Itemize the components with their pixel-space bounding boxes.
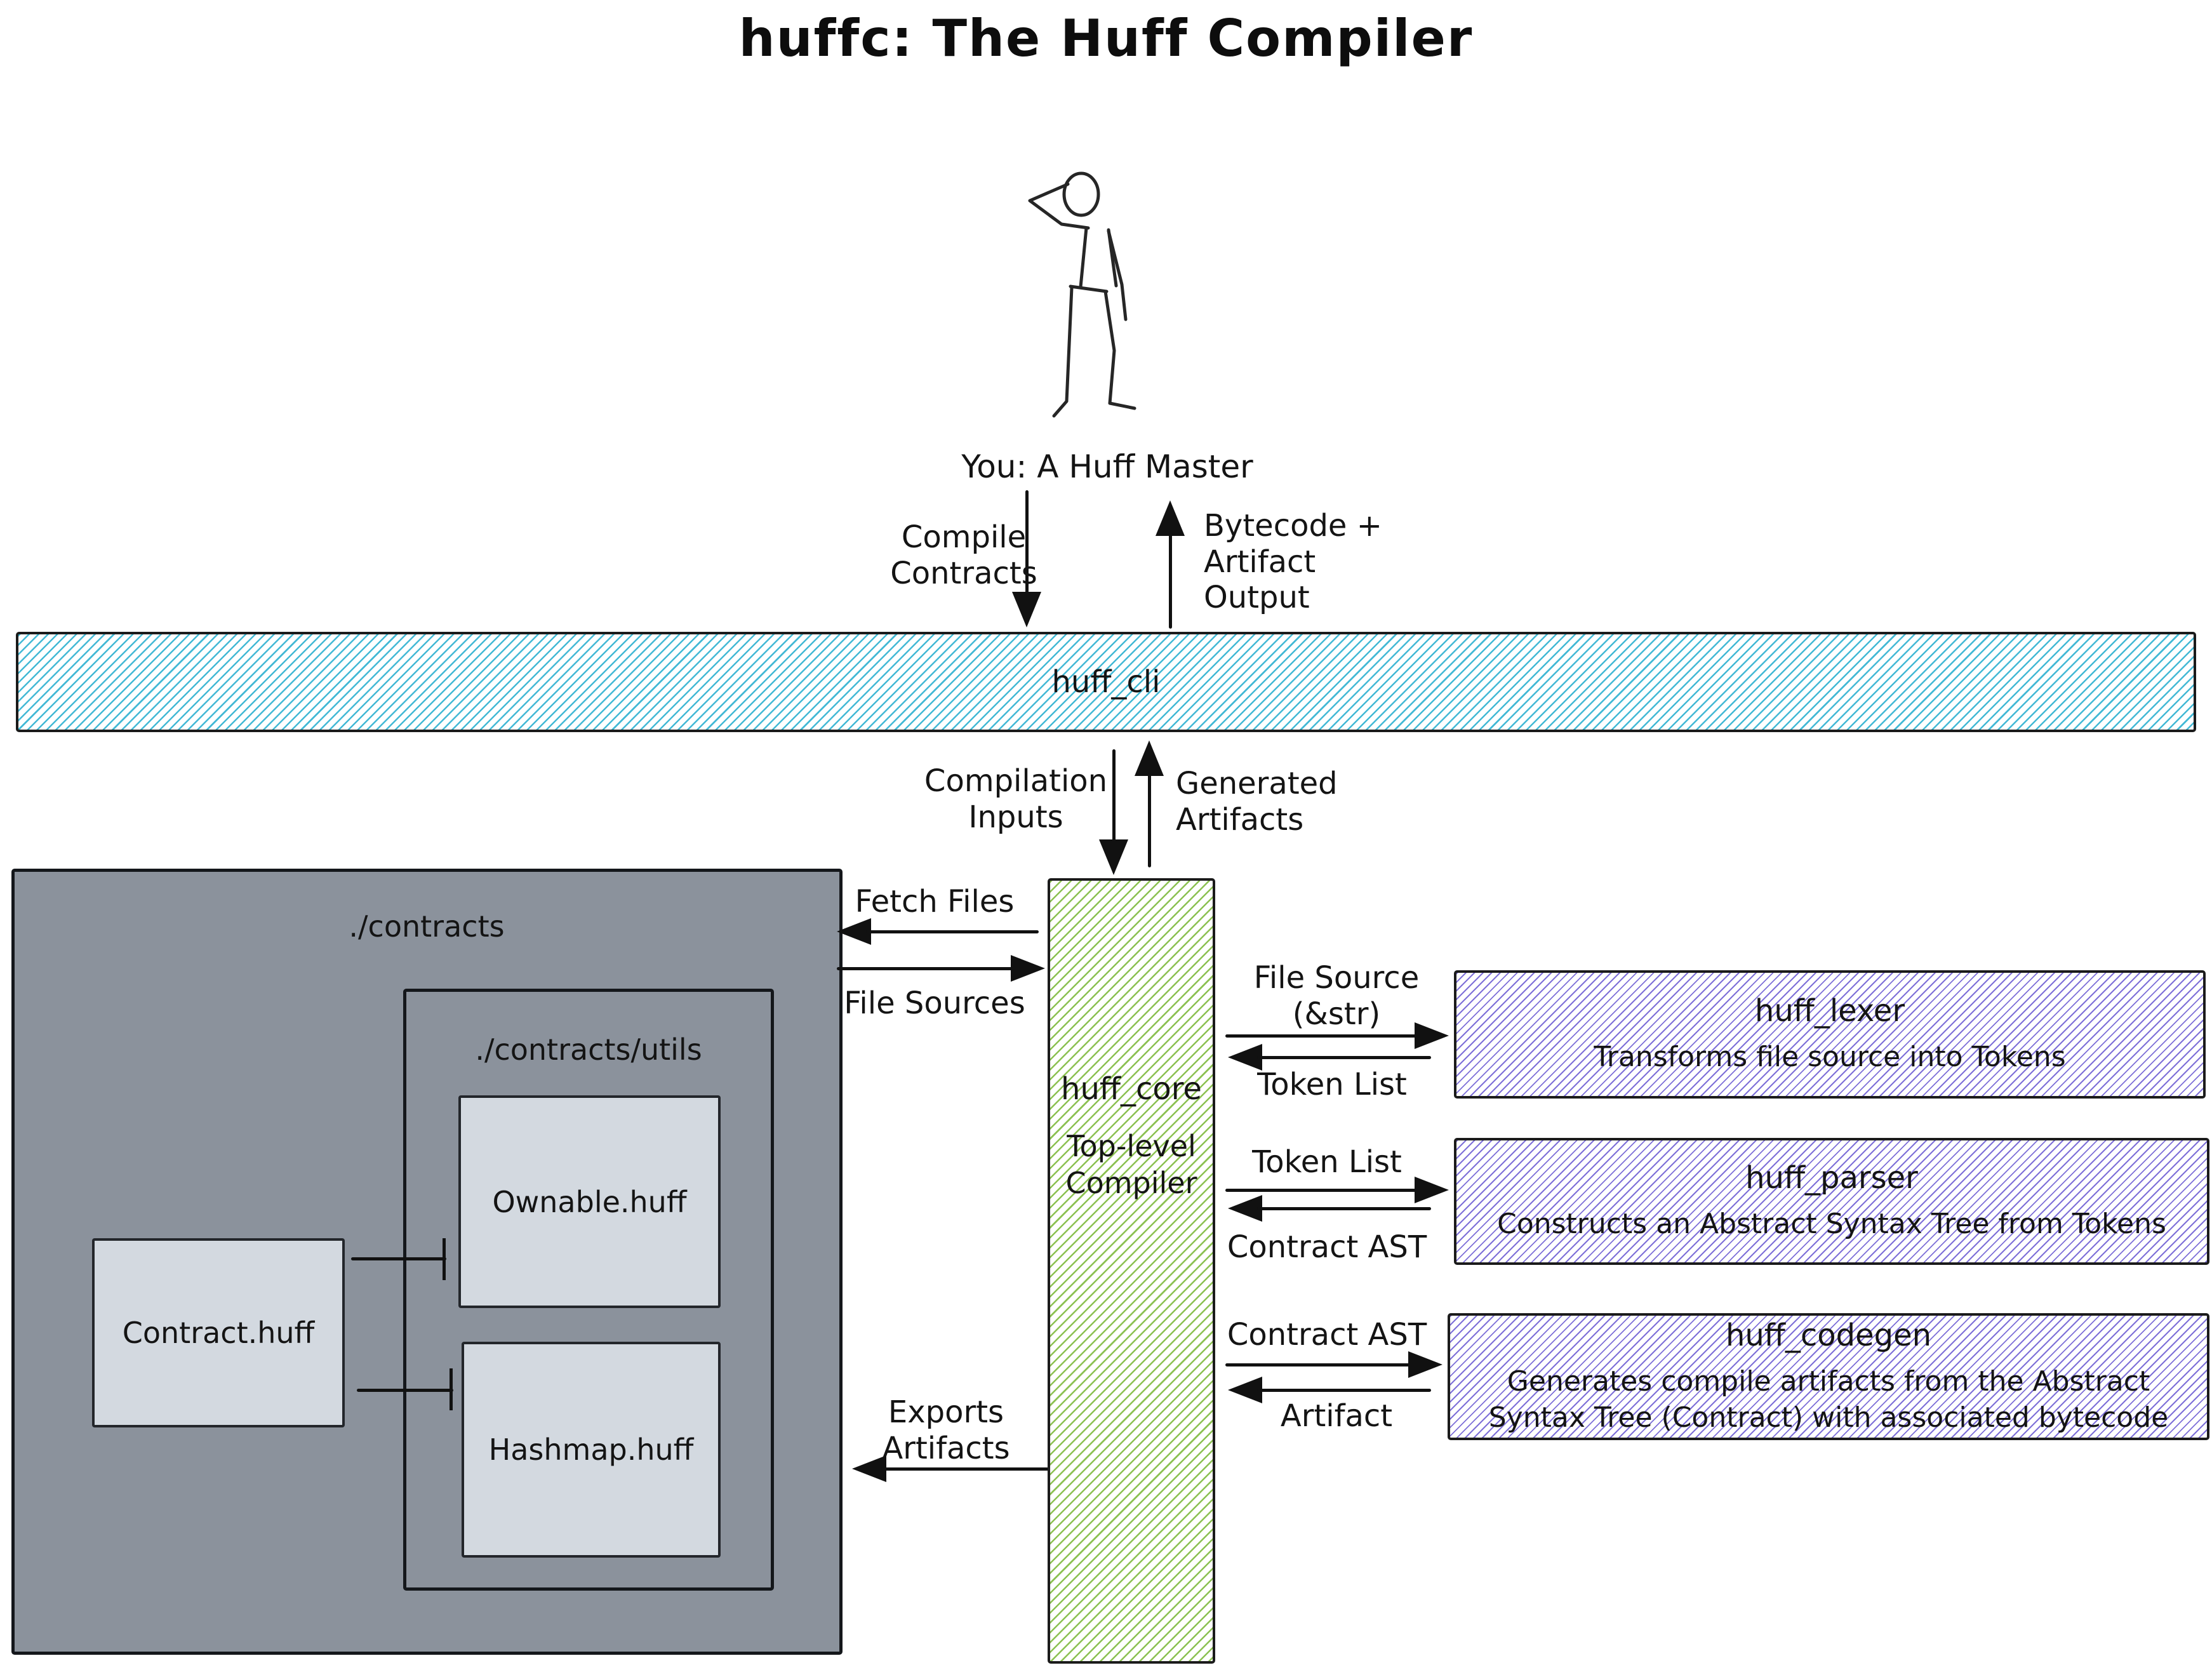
huff-core-label: huff_core [1061, 1071, 1202, 1107]
arrow-core-to-parser [1225, 1177, 1449, 1203]
edge-label-parser-out: Contract AST [1227, 1229, 1427, 1265]
file-contract-huff-label: Contract.huff [122, 1316, 315, 1350]
arrow-cli-to-core [1099, 749, 1128, 875]
huff-parser-label: huff_parser [1745, 1160, 1918, 1196]
edge-label-parser-in: Token List [1252, 1144, 1402, 1180]
edge-label-compilation-inputs: Compilation Inputs [924, 763, 1108, 835]
connector-contract-to-hashmap [357, 1368, 458, 1413]
actor-label: You: A Huff Master [961, 448, 1253, 485]
edge-label-file-sources: File Sources [844, 985, 1025, 1021]
huff-cli-label: huff_cli [1051, 664, 1161, 700]
edge-label-fetch-files: Fetch Files [855, 884, 1015, 919]
huff-parser-description: Constructs an Abstract Syntax Tree from … [1497, 1208, 2166, 1241]
arrow-core-to-lexer [1225, 1022, 1449, 1049]
contracts-utils-box [403, 989, 774, 1591]
arrow-core-to-folder-fetch [837, 918, 1040, 945]
arrow-parser-to-core [1228, 1195, 1432, 1222]
huff-lexer-description: Transforms file source into Tokens [1594, 1041, 2066, 1074]
contracts-folder-label: ./contracts [349, 909, 505, 944]
huff-core-box: huff_core Top-level Compiler [1048, 878, 1215, 1664]
huff-core-sublabel: Top-level Compiler [1065, 1129, 1197, 1200]
arrow-codegen-to-core [1228, 1377, 1432, 1403]
contracts-utils-label: ./contracts/utils [475, 1032, 702, 1067]
file-hashmap-huff: Hashmap.huff [462, 1342, 721, 1558]
file-contract-huff: Contract.huff [92, 1238, 345, 1427]
huff-lexer-box: huff_lexer Transforms file source into T… [1454, 970, 2206, 1099]
file-ownable-huff: Ownable.huff [458, 1095, 721, 1308]
huff-codegen-label: huff_codegen [1725, 1317, 1932, 1353]
huff-codegen-description: Generates compile artifacts from the Abs… [1488, 1365, 2169, 1434]
file-hashmap-huff-label: Hashmap.huff [488, 1433, 694, 1467]
connector-contract-to-ownable [351, 1238, 453, 1283]
arrow-lexer-to-core [1228, 1044, 1432, 1071]
arrow-core-to-cli [1135, 740, 1164, 867]
huff-codegen-box: huff_codegen Generates compile artifacts… [1448, 1313, 2209, 1440]
huff-lexer-label: huff_lexer [1754, 993, 1905, 1029]
page-title: huffc: The Huff Compiler [738, 9, 1474, 68]
edge-label-compile-contracts: Compile Contracts [890, 519, 1037, 591]
edge-label-lexer-in: File Source (&str) [1253, 960, 1420, 1032]
edge-label-generated-artifacts: Generated Artifacts [1176, 766, 1338, 838]
edge-label-bytecode-output: Bytecode + Artifact Output [1204, 508, 1382, 616]
huff-cli-box: huff_cli [16, 632, 2196, 732]
arrow-folder-to-core-sources [837, 955, 1045, 982]
arrow-user-to-cli [1012, 490, 1041, 627]
arrow-cli-to-user [1156, 500, 1185, 629]
edge-label-codegen-in: Contract AST [1227, 1317, 1427, 1353]
stick-figure [1028, 171, 1136, 418]
edge-label-codegen-out: Artifact [1280, 1398, 1393, 1434]
file-ownable-huff-label: Ownable.huff [492, 1184, 687, 1219]
arrow-core-to-codegen [1225, 1351, 1442, 1378]
huff-parser-box: huff_parser Constructs an Abstract Synta… [1454, 1138, 2209, 1265]
edge-label-lexer-out: Token List [1257, 1067, 1407, 1102]
edge-label-exports-artifacts: Exports Artifacts [882, 1394, 1010, 1466]
arrow-core-exports-artifacts [852, 1455, 1050, 1482]
